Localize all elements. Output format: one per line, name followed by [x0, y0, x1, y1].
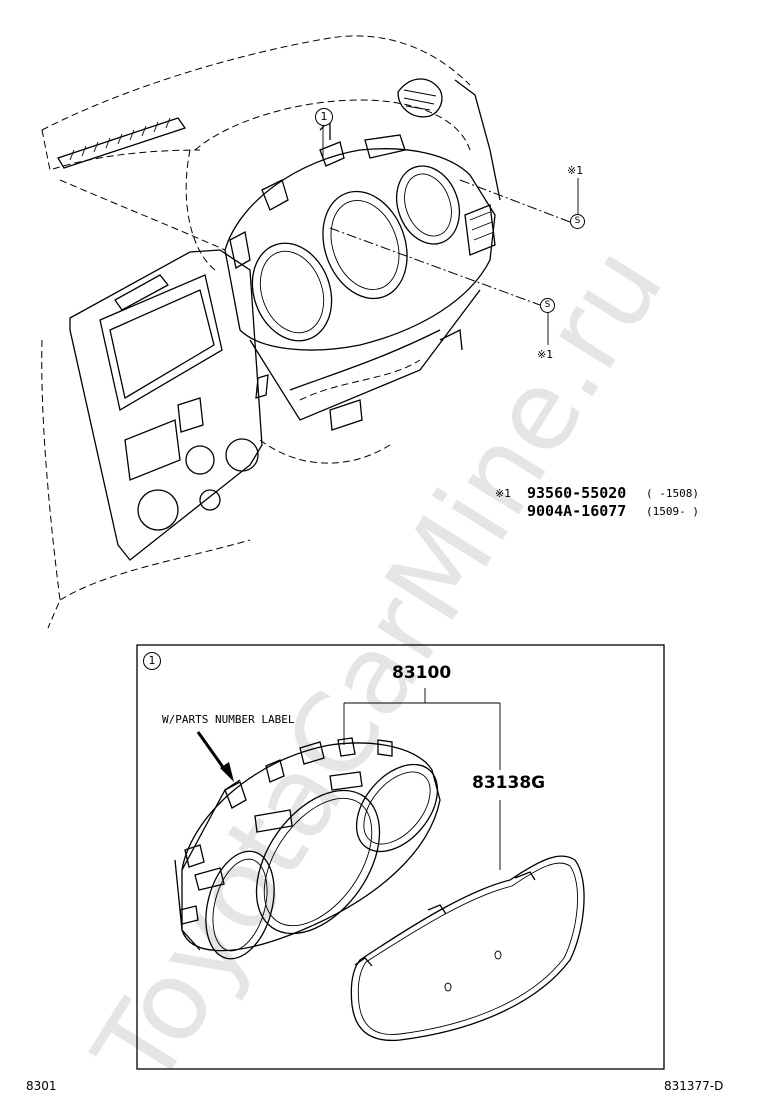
cluster-upper — [224, 118, 496, 431]
legend-mark: ※1 — [495, 487, 512, 500]
detail-frame — [136, 644, 665, 1070]
footer-right-code: 831377-D — [664, 1079, 724, 1093]
note-mark-left: ※1 — [537, 348, 554, 361]
cluster-detail — [174, 737, 441, 960]
label-arrow — [196, 731, 234, 782]
footer-left-code: 8301 — [26, 1079, 57, 1093]
screw-symbol-right: S — [570, 214, 585, 229]
legend-range-1: ( -1508) — [646, 487, 699, 500]
upper-leaders — [322, 124, 579, 345]
screw-symbol-left: S — [540, 298, 555, 313]
callout-1-detail: 1 — [143, 652, 161, 670]
legend-part-2: 9004A-16077 — [527, 502, 627, 520]
callout-1-upper: 1 — [315, 108, 333, 126]
lens-part-number: 83138G — [472, 773, 546, 793]
assembly-part-number: 83100 — [392, 663, 452, 683]
legend-range-2: (1509- ) — [646, 505, 699, 518]
defroster-vent — [57, 117, 187, 169]
legend-part-1: 93560-55020 — [527, 484, 627, 502]
parts-number-label-note: W/PARTS NUMBER LABEL — [162, 713, 295, 726]
note-mark-right: ※1 — [567, 164, 584, 177]
assembly-bracket — [343, 688, 501, 870]
center-console — [69, 249, 263, 561]
lens-detail — [350, 855, 585, 1042]
side-vent — [397, 78, 501, 201]
dashboard-outline — [41, 35, 571, 629]
